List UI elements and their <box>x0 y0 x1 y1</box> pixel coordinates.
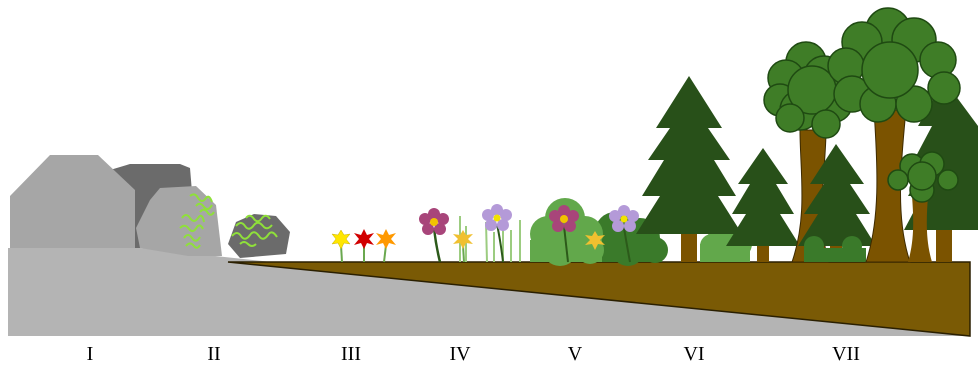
tree-trunk <box>908 196 932 262</box>
lichen-patch-1 <box>179 193 215 249</box>
rock-large <box>10 155 135 248</box>
lichen-rock-group <box>179 193 290 258</box>
shrub-dark <box>804 236 866 262</box>
conifer-tree <box>798 144 876 246</box>
rock-group-stage-1 <box>10 155 222 256</box>
flowers-stage-4 <box>419 204 521 263</box>
flower-orange <box>376 229 396 249</box>
conifer-tree <box>726 148 800 246</box>
flower-red <box>354 229 374 249</box>
flower-lilac <box>609 205 639 232</box>
flower-stem <box>563 225 569 263</box>
stage-label-7: VII <box>832 343 860 365</box>
stage-label-5: V <box>567 343 583 365</box>
flower-lilac <box>482 204 512 231</box>
flower-pink <box>549 205 579 232</box>
flower-gold <box>453 230 473 249</box>
flower-gold <box>585 231 605 250</box>
flowers-stage-3 <box>331 229 396 263</box>
stage-label-2: II <box>207 343 221 365</box>
flower-pink <box>419 208 449 235</box>
flower-yellow <box>331 229 351 250</box>
tree-canopy <box>887 151 959 203</box>
stage-label-4: IV <box>449 343 471 365</box>
tree-canopy <box>827 7 961 123</box>
forest-stage-7 <box>763 7 978 263</box>
stage-label-3: III <box>341 343 361 365</box>
lichen-patch-2 <box>231 214 278 247</box>
stage-label-6: VI <box>683 343 705 365</box>
flower-stem <box>623 227 631 263</box>
trunk <box>681 232 697 262</box>
conifers-stage-6 <box>636 76 800 262</box>
stage-label-1: I <box>86 343 94 365</box>
trunk <box>936 226 952 262</box>
bedrock <box>8 248 970 336</box>
shrubs-stage-5 <box>530 198 668 266</box>
conifer-tree <box>636 76 742 234</box>
